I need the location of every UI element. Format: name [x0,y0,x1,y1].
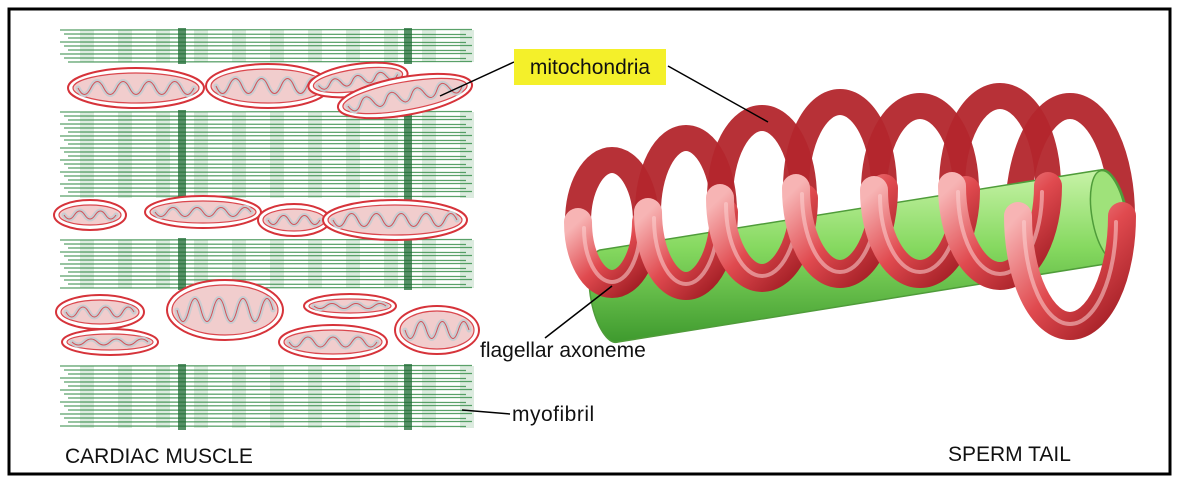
mitochondria-label: mitochondria [514,49,666,85]
flagellar-axoneme-label: flagellar axoneme [480,340,646,361]
myofibril-label: myofibril [512,404,595,425]
sperm-tail-panel [578,96,1134,342]
cardiac-mitochondria [54,57,479,359]
mito-leader-right [668,66,768,122]
cardiac-muscle-panel [54,28,479,430]
cardiac-muscle-title: CARDIAC MUSCLE [65,446,253,467]
sperm-tail-title: SPERM TAIL [948,444,1071,465]
